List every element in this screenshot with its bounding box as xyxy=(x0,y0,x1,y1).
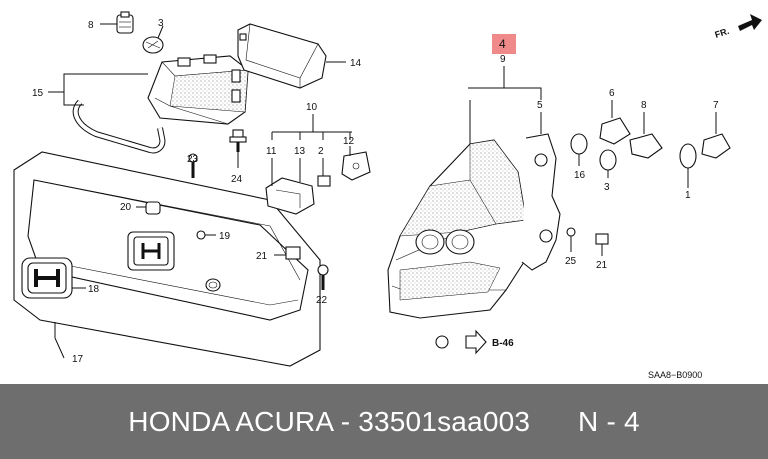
bulb-socket-8 xyxy=(100,11,134,34)
callout-2: 2 xyxy=(318,146,324,157)
callout-3b: 3 xyxy=(604,182,610,193)
callout-18: 18 xyxy=(88,284,100,295)
callout-8a: 8 xyxy=(88,20,94,31)
callout-24b: 24 xyxy=(231,174,243,185)
socket-6 xyxy=(599,100,631,145)
emblem-18 xyxy=(21,257,86,299)
callout-24a: 23 xyxy=(187,154,199,165)
callout-9: 9 xyxy=(500,54,506,65)
tail-lamp-assembly xyxy=(387,100,527,319)
callout-1: 1 xyxy=(685,190,691,201)
bulb-1 xyxy=(679,143,697,188)
callout-16: 16 xyxy=(574,170,586,181)
bracket-group-10 xyxy=(265,114,371,215)
clip-19 xyxy=(196,230,216,240)
callout-5: 5 xyxy=(537,100,543,111)
callout-11: 11 xyxy=(266,146,277,157)
gasket-5 xyxy=(521,112,561,271)
screw-24-b xyxy=(188,153,198,178)
bulb-3-right xyxy=(599,149,617,178)
callout-7: 7 xyxy=(713,100,719,111)
screw-24-a xyxy=(229,129,247,168)
callout-12: 12 xyxy=(343,136,355,147)
high-mount-stop-light xyxy=(147,54,249,125)
callout-10: 10 xyxy=(306,102,318,113)
callout-14: 14 xyxy=(350,58,362,69)
clip-20 xyxy=(136,201,161,215)
garnish-panel-17 xyxy=(13,151,321,367)
diagram-svg: 8 3 14 15 10 11 13 2 12 23 24 20 19 21 1… xyxy=(13,11,762,380)
highlight-box-4 xyxy=(492,34,516,54)
bulb-3-top xyxy=(142,25,164,54)
leader-9 xyxy=(468,87,542,100)
front-direction-arrow xyxy=(738,14,762,31)
screw-21 xyxy=(317,264,329,290)
callout-20: 20 xyxy=(120,202,132,213)
callout-19: 19 xyxy=(219,231,231,242)
direction-label: FR. xyxy=(714,26,731,40)
footer-bar: HONDA ACURA - 33501saa003 N - 4 xyxy=(0,384,768,459)
callout-4: 4 xyxy=(499,37,506,51)
callout-22: 21 xyxy=(596,260,608,271)
clip-23 xyxy=(274,246,301,260)
callout-6: 6 xyxy=(609,88,615,99)
gasket-15 xyxy=(72,99,166,154)
screw-25 xyxy=(566,227,576,252)
bulb-16 xyxy=(570,133,588,166)
callout-8b: 8 xyxy=(641,100,647,111)
callout-21: 22 xyxy=(316,295,328,306)
callout-15: 15 xyxy=(32,88,44,99)
diagram-code: SAA8−B0900 xyxy=(648,370,702,380)
cover-14 xyxy=(237,23,346,89)
reference-label: B-46 xyxy=(492,338,514,349)
callout-17: 17 xyxy=(72,354,84,365)
parts-diagram: 8 3 14 15 10 11 13 2 12 23 24 20 19 21 1… xyxy=(13,11,762,380)
callout-3a: 3 xyxy=(158,18,164,29)
reference-b46 xyxy=(435,329,487,355)
socket-7 xyxy=(701,112,731,159)
nut-22 xyxy=(595,233,609,256)
callout-13: 13 xyxy=(294,146,306,157)
callout-23: 21 xyxy=(256,251,268,262)
callout-25: 25 xyxy=(565,256,577,267)
socket-8-right xyxy=(629,112,663,159)
footer-title: HONDA ACURA - 33501saa003 N - 4 xyxy=(128,405,640,437)
